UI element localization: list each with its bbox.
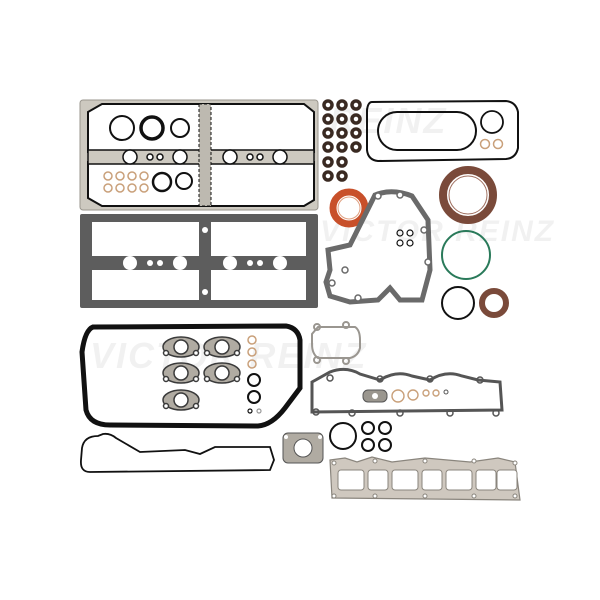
egr-washers — [247, 335, 262, 414]
intake-cover-gasket — [80, 432, 275, 473]
front-crankshaft-seal — [329, 188, 369, 228]
intake-plenum-gasket — [79, 323, 303, 429]
oil-pan-seal — [366, 99, 519, 163]
turbo-orings — [329, 421, 392, 452]
rear-crankshaft-seal — [439, 166, 497, 224]
water-pump-oring — [441, 230, 491, 280]
exhaust-manifold-gasket — [329, 456, 521, 501]
cylinder-head-gasket — [80, 214, 318, 308]
turbo-gasket-lower — [282, 432, 324, 464]
camshaft-seal — [479, 288, 509, 318]
turbo-gasket-upper — [311, 321, 361, 365]
valve-cover-gasket — [79, 99, 319, 211]
timing-cover-gasket — [323, 189, 433, 305]
egr-gaskets — [162, 336, 241, 411]
intake-manifold-gasket — [310, 367, 504, 417]
oring-large — [441, 286, 475, 320]
valve-stem-seals — [322, 99, 362, 182]
